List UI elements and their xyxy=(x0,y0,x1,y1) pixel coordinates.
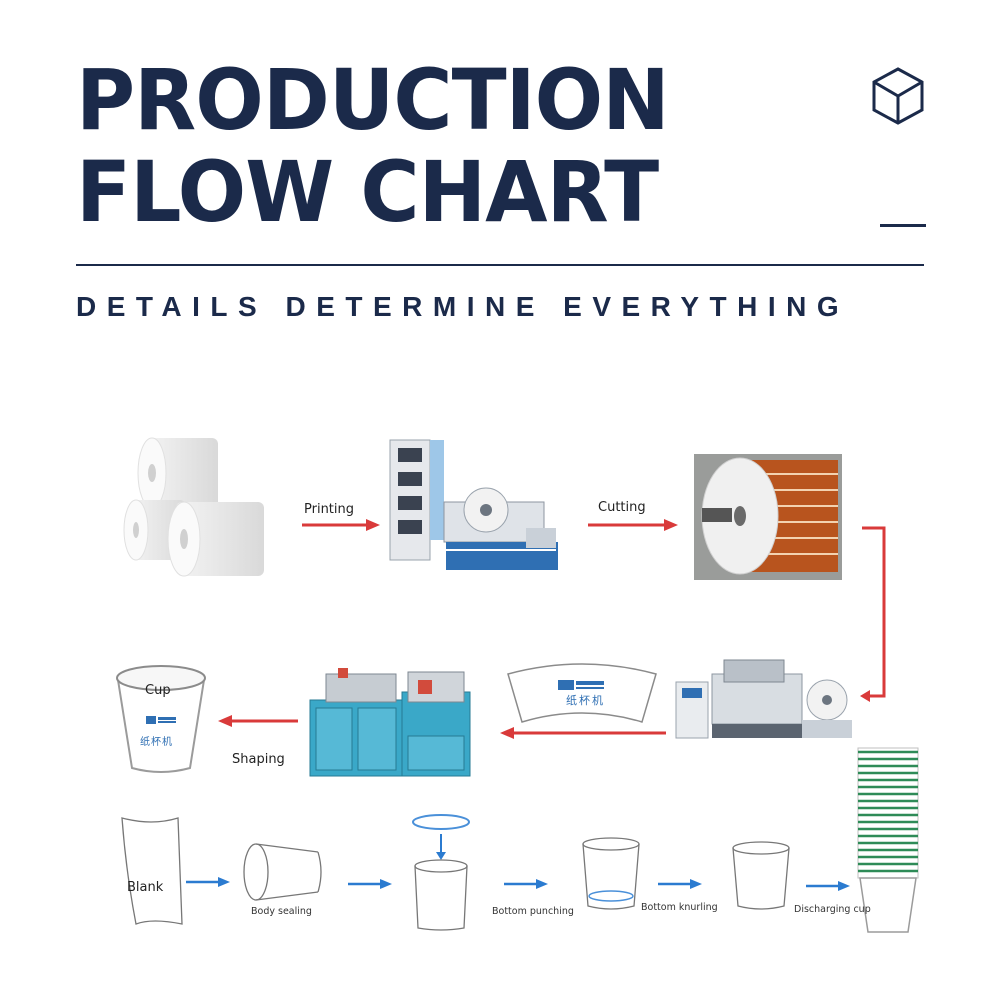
cup-print-text: 纸杯机 xyxy=(140,737,173,748)
arrow-process-2 xyxy=(348,879,392,889)
header-dash xyxy=(880,224,926,227)
label-blank: Blank xyxy=(127,880,164,895)
label-bottom-knurling: Bottom knurling xyxy=(641,902,718,913)
arrow-to-fan xyxy=(500,727,666,739)
fan-print-text: 纸杯机 xyxy=(566,694,605,707)
die-cutting-machine-image xyxy=(675,659,852,739)
page-subtitle: DETAILS DETERMINE EVERYTHING xyxy=(76,291,850,322)
label-shaping: Shaping xyxy=(232,752,285,767)
paper-rolls-image xyxy=(123,437,264,577)
label-printing: Printing xyxy=(304,502,355,517)
paper-cup-image xyxy=(116,665,206,773)
label-cup: Cup xyxy=(145,683,171,698)
page-title-line2: FLOW CHART xyxy=(76,143,659,241)
header-divider xyxy=(76,264,924,266)
cup-forming-machine-image xyxy=(309,668,471,777)
bottom-punching-shape xyxy=(412,814,470,931)
stacked-cups-image xyxy=(857,747,919,933)
arrow-printing xyxy=(302,519,380,531)
printed-roll-image xyxy=(694,454,842,580)
cube-icon xyxy=(872,67,924,125)
arrow-process-3 xyxy=(504,879,548,889)
arrow-down-right xyxy=(860,526,886,702)
fan-blank-image xyxy=(507,663,657,723)
label-body-sealing: Body sealing xyxy=(251,906,312,917)
bottom-knurling-shape xyxy=(582,837,640,910)
body-sealing-shape xyxy=(243,843,322,901)
arrow-cutting xyxy=(588,519,678,531)
blank-shape xyxy=(121,817,183,925)
arrow-process-5 xyxy=(806,881,850,891)
arrow-process-4 xyxy=(658,879,702,889)
label-bottom-punching: Bottom punching xyxy=(492,906,574,917)
label-cutting: Cutting xyxy=(598,500,646,515)
arrow-shaping xyxy=(218,715,298,727)
page-title-line1: PRODUCTION xyxy=(76,51,670,149)
arrow-process-1 xyxy=(186,877,230,887)
discharging-cup-shape xyxy=(732,841,790,910)
label-discharging-cup: Discharging cup xyxy=(794,904,871,915)
printing-machine-image xyxy=(389,439,558,570)
